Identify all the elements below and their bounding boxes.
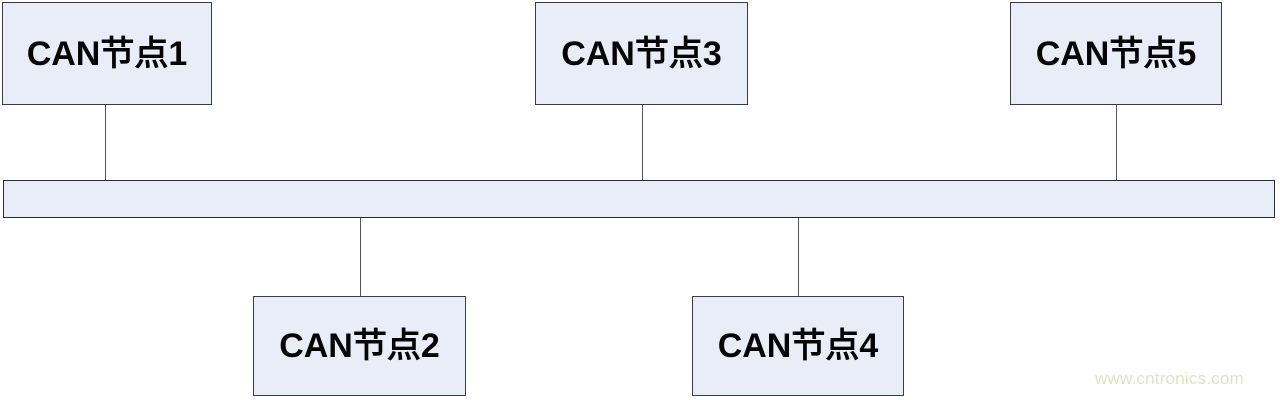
node-label-4: CAN节点4 — [717, 327, 879, 365]
connector-node-1-to-bus — [105, 104, 106, 182]
node-label-1: CAN节点1 — [26, 34, 188, 73]
source-watermark: www.cntronics.com — [1095, 369, 1244, 388]
node-can-node-2[interactable]: CAN节点2 — [253, 296, 466, 396]
connector-bus-to-node-2 — [360, 216, 361, 298]
node-label-2: CAN节点2 — [279, 327, 440, 365]
connector-node-3-to-bus — [642, 104, 643, 182]
node-can-node-5[interactable]: CAN节点5 — [1010, 2, 1222, 105]
node-can-node-4[interactable]: CAN节点4 — [692, 296, 904, 396]
node-can-node-3[interactable]: CAN节点3 — [535, 2, 748, 105]
node-label-5: CAN节点5 — [1035, 34, 1197, 73]
connector-node-5-to-bus — [1116, 104, 1117, 182]
connector-bus-to-node-4 — [798, 216, 799, 298]
node-can-node-1[interactable]: CAN节点1 — [2, 2, 212, 105]
node-label-3: CAN节点3 — [561, 34, 722, 73]
can-bus-bar[interactable] — [3, 180, 1275, 218]
